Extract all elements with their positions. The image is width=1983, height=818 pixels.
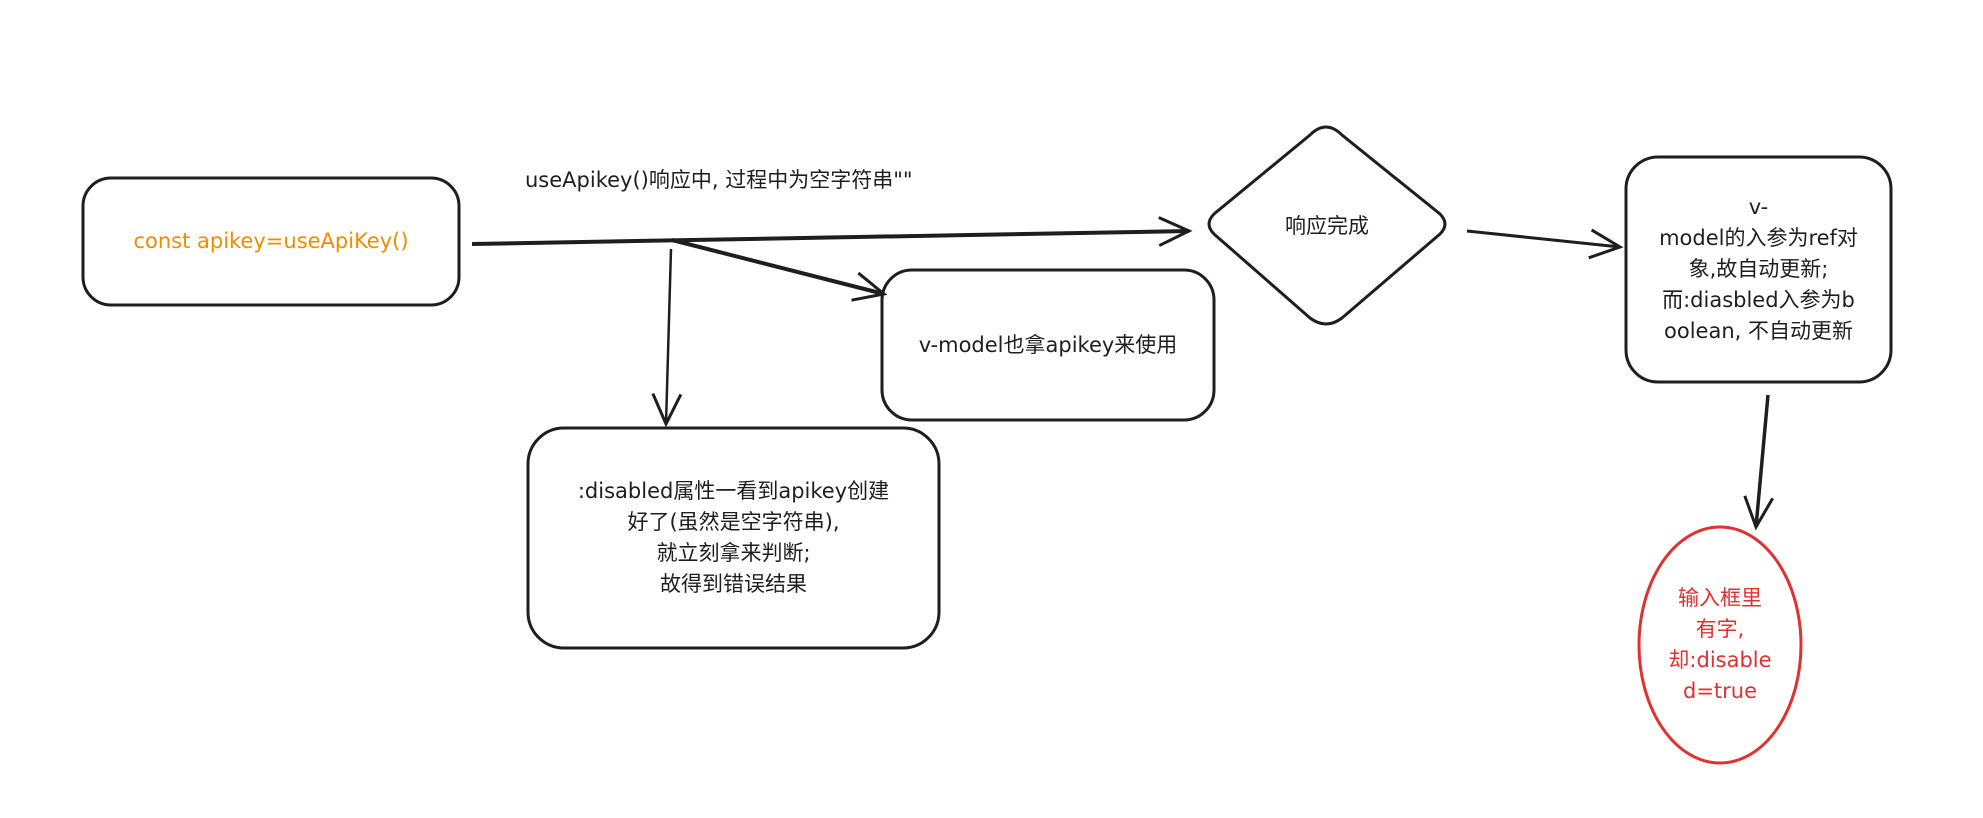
explain-label: v- model的入参为ref对 象,故自动更新; 而:diasbled入参为b… [1626, 157, 1891, 382]
decision-label: 响应完成 [1208, 127, 1446, 325]
disabled-box [526, 426, 941, 650]
explain-box [1624, 155, 1893, 384]
arrow-branch-to-disabled [651, 248, 683, 428]
result-ellipse [1637, 525, 1803, 765]
result-line: d=true [1682, 679, 1758, 703]
result-line: 有字, [1695, 617, 1745, 641]
decision-text: 响应完成 [1285, 213, 1369, 238]
start-box [81, 176, 461, 307]
disabled-label: :disabled属性一看到apikey创建 好了(虽然是空字符串), 就立刻拿… [528, 428, 939, 648]
explain-line: oolean, 不自动更新 [1664, 319, 1853, 343]
vmodel-box [880, 268, 1216, 422]
arrow-decision-to-explain [1466, 228, 1624, 260]
explain-line: v- [1748, 195, 1769, 219]
arrow-explain-to-result [1743, 394, 1774, 531]
diamond-decision [1207, 125, 1447, 326]
vmodel-text: v-model也拿apikey来使用 [918, 332, 1178, 357]
result-line: 输入框里 [1678, 586, 1762, 610]
explain-line: 象,故自动更新; [1688, 257, 1829, 281]
disabled-line: 故得到错误结果 [660, 572, 807, 596]
result-label: 输入框里 有字, 却:disable d=true [1639, 527, 1801, 763]
disabled-line: :disabled属性一看到apikey创建 [577, 479, 890, 503]
start-text: const apikey=useApiKey() [133, 229, 409, 253]
explain-line: model的入参为ref对 [1659, 226, 1858, 250]
start-label: const apikey=useApiKey() [83, 178, 459, 305]
edge-label: useApikey()响应中, 过程中为空字符串"" [525, 168, 913, 192]
arrow-start-to-decision [471, 216, 1193, 247]
disabled-line: 就立刻拿来判断; [656, 541, 811, 565]
vmodel-label: v-model也拿apikey来使用 [882, 270, 1214, 420]
disabled-line: 好了(虽然是空字符串), [627, 510, 840, 534]
result-line: 却:disable [1668, 648, 1772, 672]
arrow-branch-to-vmodel [671, 238, 888, 302]
explain-line: 而:diasbled入参为b [1662, 288, 1855, 312]
